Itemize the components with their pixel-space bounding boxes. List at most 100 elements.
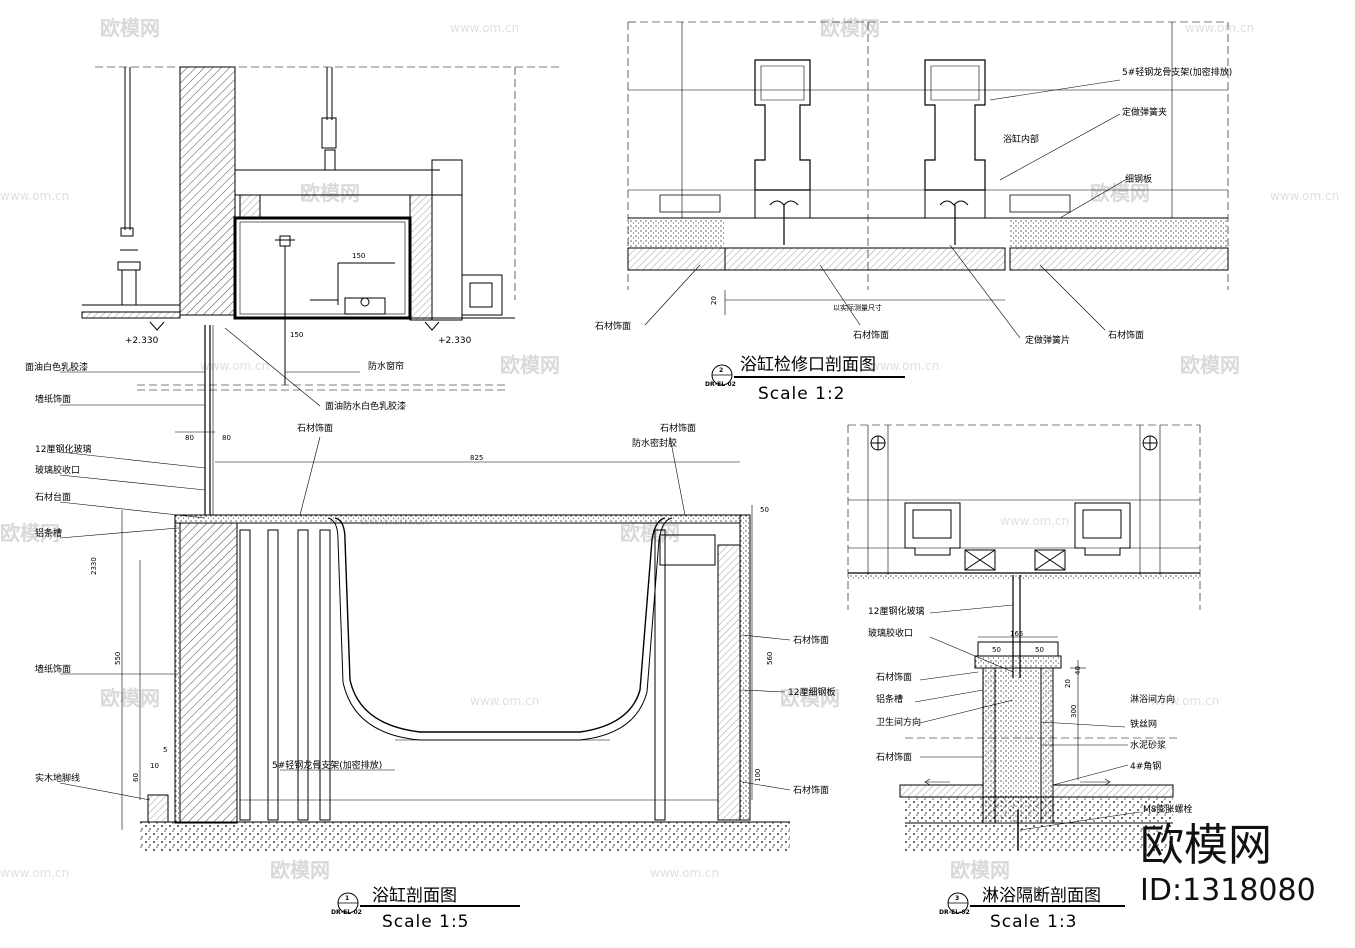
- branding-block: 欧模网 ID:1318080: [1140, 820, 1316, 908]
- dim-560: 560: [766, 652, 774, 665]
- dim-2330: 2330: [90, 557, 98, 575]
- label-sealant: 防水密封胶: [632, 437, 677, 449]
- watermark: 欧模网: [300, 181, 360, 205]
- watermark: 欧模网: [500, 353, 560, 377]
- access-panel-labels: 5#轻钢龙骨支架(加密排放) 定做弹簧夹 浴缸内部 细钢板 石材饰面 石材饰面 …: [595, 66, 1232, 346]
- label-spring-clip: 定做弹簧夹: [1122, 106, 1167, 118]
- label-steel-frame: 5#轻钢龙骨支架(加密排放): [272, 759, 382, 771]
- label-alum-slot: 铝条槽: [876, 693, 903, 705]
- label-alum-slot: 铝条槽: [35, 527, 62, 539]
- label-wc-dir: 卫生间方向: [876, 716, 921, 728]
- watermark: 欧模网: [270, 858, 330, 882]
- label-stone-finish-a: 石材饰面: [297, 422, 333, 434]
- label-glass12: 12厘钢化玻璃: [868, 605, 924, 617]
- drawing-scale: Scale 1:5: [382, 912, 470, 932]
- dim-50a: 50: [992, 646, 1001, 654]
- watermark-url: www.om.cn: [1270, 189, 1339, 203]
- label-skirting: 实木地脚线: [35, 772, 80, 784]
- label-shower-dir: 淋浴间方向: [1130, 693, 1175, 705]
- dim-80a: 80: [185, 434, 194, 442]
- label-stone-mid: 石材饰面: [853, 329, 889, 341]
- label-waterproof-curtain: 防水窗帘: [368, 360, 404, 372]
- watermark: 欧模网: [0, 521, 60, 545]
- label-stone-left: 石材饰面: [595, 320, 631, 332]
- label-spring-sheet: 定做弹簧片: [1025, 334, 1070, 346]
- dim-80b: 80: [222, 434, 231, 442]
- dim-165: 165: [1010, 630, 1023, 638]
- dim-50b: 50: [1035, 646, 1044, 654]
- brand-id: ID:1318080: [1140, 873, 1316, 908]
- watermark: 欧模网: [620, 521, 680, 545]
- label-angle: 4#角钢: [1130, 760, 1161, 772]
- label-plate: 细钢板: [1125, 173, 1152, 185]
- shower-partition-labels: 12厘钢化玻璃 玻璃胶收口 石材饰面 铝条槽 卫生间方向 石材饰面 淋浴间方向 …: [868, 605, 1193, 815]
- watermark-url: www.om.cn: [1000, 514, 1069, 528]
- dim-20: 20: [1064, 679, 1072, 688]
- dim-100: 100: [754, 769, 762, 782]
- label-bolt: M8膨胀螺栓: [1143, 803, 1193, 815]
- dim-150b: 150: [290, 331, 303, 339]
- drawing-title: 浴缸剖面图: [372, 885, 457, 906]
- level-left: +2.330: [125, 336, 159, 346]
- drawing-ref: DR-EL-02: [939, 909, 970, 916]
- label-board12: 12厘细钢板: [788, 686, 835, 698]
- dim-300: 300: [1070, 705, 1078, 718]
- watermark: 欧模网: [1180, 353, 1240, 377]
- watermark: 欧模网: [780, 686, 840, 710]
- dim-60: 60: [132, 773, 140, 782]
- drawing-number: 3: [955, 895, 959, 902]
- label-steel-frame: 5#轻钢龙骨支架(加密排放): [1122, 66, 1232, 78]
- level-right: +2.330: [438, 336, 472, 346]
- watermark: 欧模网: [100, 16, 160, 40]
- drawing-ref: DR-EL-02: [705, 381, 736, 388]
- bathtub-section-drawing: 150 150 +2.330 +2.330: [59, 66, 791, 852]
- drawing-scale: Scale 1:2: [758, 384, 846, 404]
- label-glass12: 12厘钢化玻璃: [35, 443, 91, 455]
- watermark-url: www.om.cn: [870, 359, 939, 373]
- access-panel-section-drawing: 20: [627, 21, 1229, 339]
- watermark-url: www.om.cn: [450, 21, 519, 35]
- label-paint-wp: 面油防水白色乳胶漆: [325, 400, 406, 412]
- watermark-url: www.om.cn: [470, 694, 539, 708]
- label-stone-finish-b: 石材饰面: [660, 422, 696, 434]
- shower-partition-drawing: 165 50 50 300 40 20: [847, 424, 1201, 852]
- label-stone-a: 石材饰面: [876, 671, 912, 683]
- drawing-title: 浴缸检修口剖面图: [740, 354, 876, 375]
- watermark-url: www.om.cn: [0, 189, 69, 203]
- watermark-url: www.om.cn: [200, 359, 269, 373]
- watermark: 欧模网: [950, 858, 1010, 882]
- watermark: 欧模网: [100, 686, 160, 710]
- dim-150: 150: [352, 252, 365, 260]
- dim-10: 10: [150, 762, 159, 770]
- watermark-layer: 欧模网 欧模网 www.om.cn www.om.cn 欧模网 欧模网 www.…: [0, 16, 1339, 882]
- label-wire-mesh: 铁丝网: [1130, 718, 1157, 730]
- label-inside: 浴缸内部: [1003, 133, 1039, 145]
- dim-40: 40: [1074, 666, 1082, 675]
- drawing-number: 2: [719, 367, 723, 374]
- label-stone-right: 石材饰面: [1108, 329, 1144, 341]
- dim-5: 5: [163, 746, 167, 754]
- dim-20: 20: [710, 296, 718, 305]
- dim-50: 50: [760, 506, 769, 514]
- watermark-url: www.om.cn: [1185, 21, 1254, 35]
- access-panel-title: 2 DR-EL-02 浴缸检修口剖面图 Scale 1:2: [705, 354, 905, 404]
- label-stone-finish-c: 石材饰面: [793, 634, 829, 646]
- label-stone-b: 石材饰面: [876, 751, 912, 763]
- label-wallpaper-bottom: 墙纸饰面: [35, 663, 71, 675]
- label-glass-glue: 玻璃胶收口: [868, 627, 913, 639]
- bathtub-section-labels: 面油白色乳胶漆 墙纸饰面 12厘钢化玻璃 玻璃胶收口 石材台面 铝条槽 墙纸饰面…: [25, 360, 835, 796]
- brand-name: 欧模网: [1140, 820, 1272, 871]
- watermark: 欧模网: [820, 16, 880, 40]
- label-mortar: 水泥砂浆: [1130, 739, 1166, 751]
- label-stone-finish-d: 石材饰面: [793, 784, 829, 796]
- dim-825: 825: [470, 454, 483, 462]
- bathtub-section-title: 1 DR-EL-02 浴缸剖面图 Scale 1:5: [331, 885, 520, 932]
- label-stone-top: 石材台面: [35, 491, 71, 503]
- drawing-number: 1: [345, 895, 349, 902]
- drawing-title: 淋浴隔断剖面图: [982, 886, 1101, 906]
- drawing-ref: DR-EL-02: [331, 909, 362, 916]
- watermark-url: www.om.cn: [0, 866, 69, 880]
- label-glass-glue: 玻璃胶收口: [35, 464, 80, 476]
- label-wallpaper-top: 墙纸饰面: [35, 393, 71, 405]
